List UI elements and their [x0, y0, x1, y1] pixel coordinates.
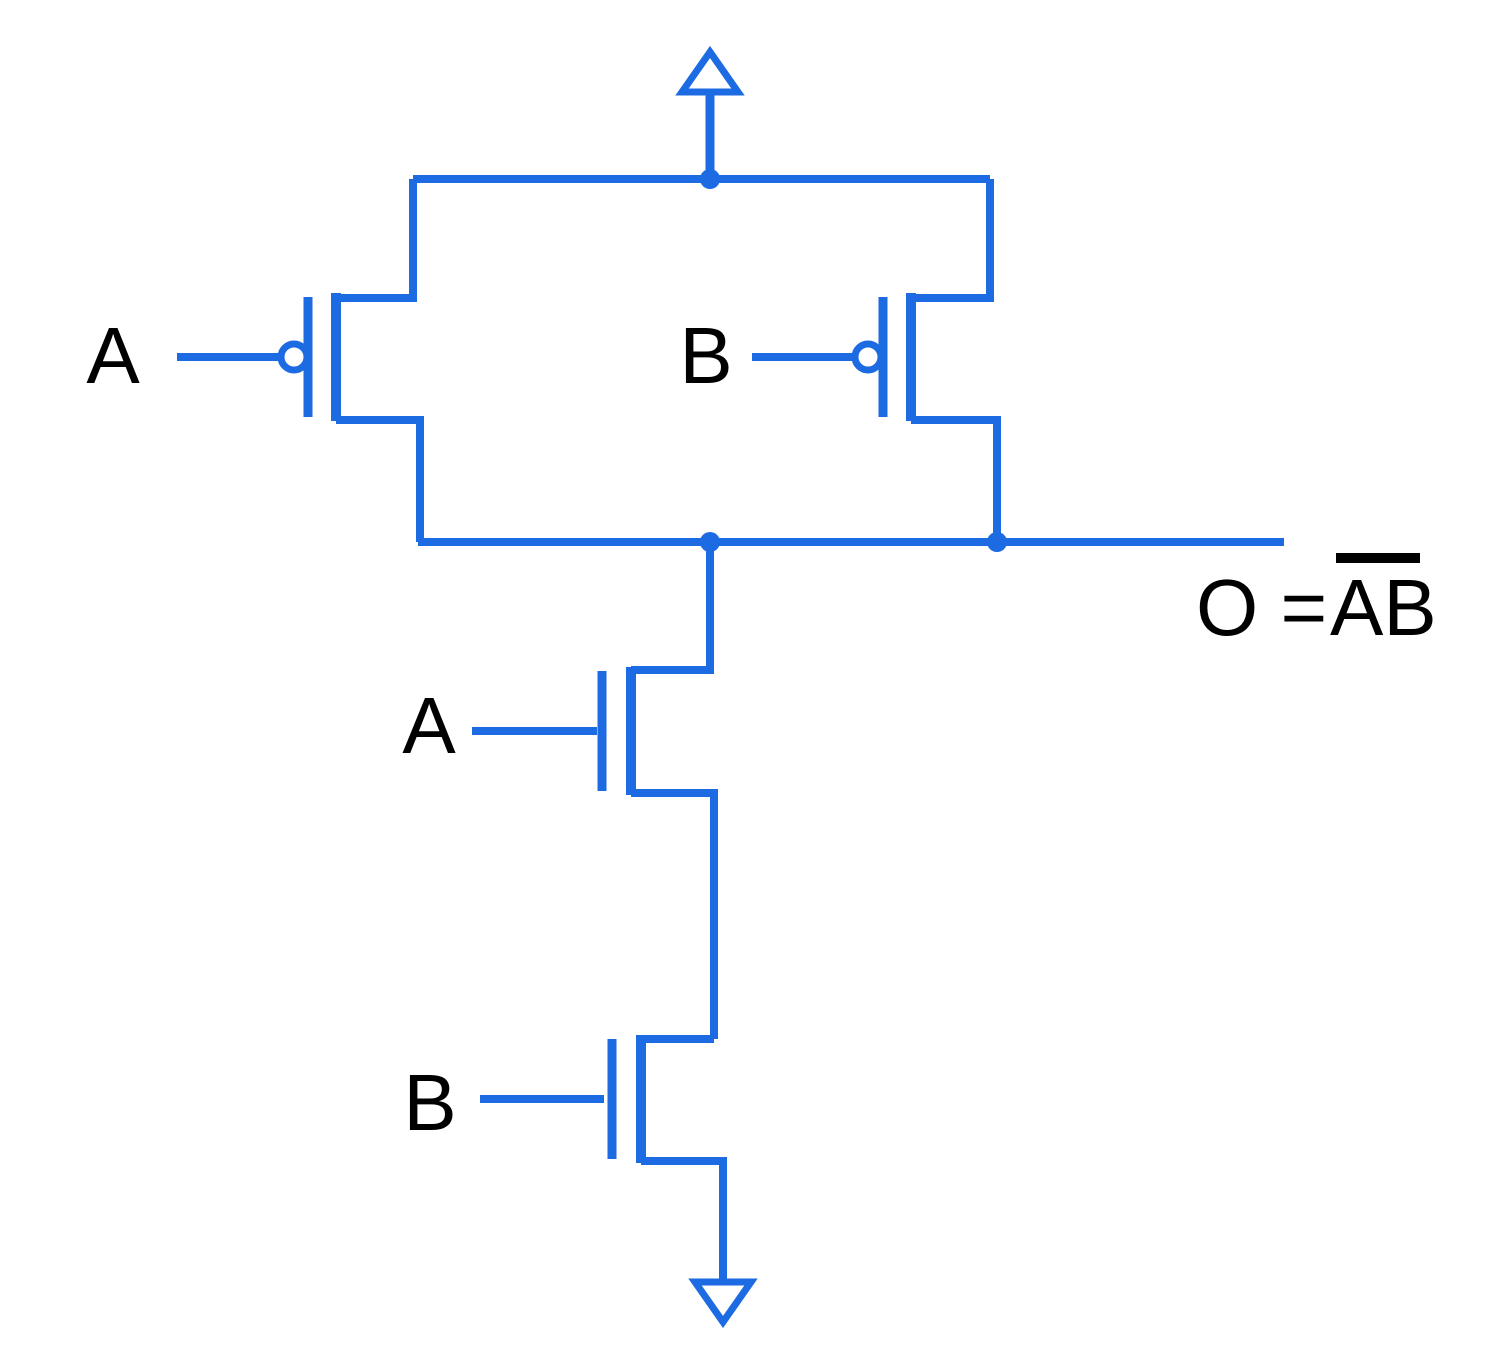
input-label-nmos-b: B	[403, 1058, 456, 1147]
input-label-pmos-b: B	[679, 311, 732, 400]
pmos-a-gate-bubble	[277, 340, 311, 374]
pmos-b-source-lead	[911, 179, 994, 302]
vdd-symbol	[675, 45, 745, 179]
down-arrow-ground-icon	[688, 1278, 758, 1329]
labels: A B A B O = AB	[86, 311, 1436, 1147]
output-label-prefix: O =	[1196, 563, 1327, 652]
nmos-b-source-lead	[641, 1157, 727, 1283]
transistor-nmos-a	[472, 542, 718, 1039]
input-label-pmos-a: A	[86, 311, 140, 400]
vdd-junction-dot	[700, 169, 720, 189]
pmos-a-drain-lead	[336, 416, 424, 542]
input-label-nmos-a: A	[402, 681, 456, 770]
wires	[177, 45, 1284, 1329]
output-label-expression: AB	[1330, 563, 1437, 652]
transistor-pmos-b	[752, 179, 1001, 542]
pmos-b-drain-lead	[911, 416, 1001, 542]
junction-dots	[700, 169, 1007, 552]
pmos-a-source-lead	[336, 179, 417, 302]
output-junction-dot-left	[700, 532, 720, 552]
ground-symbol	[688, 1278, 758, 1329]
transistor-nmos-b	[480, 1035, 727, 1283]
up-arrow-power-icon	[675, 45, 745, 96]
transistor-pmos-a	[177, 179, 424, 542]
output-junction-dot-right	[987, 532, 1007, 552]
nmos-a-source-lead	[631, 789, 718, 1039]
pmos-b-gate-bubble	[851, 340, 885, 374]
nmos-a-drain-lead	[631, 542, 714, 674]
